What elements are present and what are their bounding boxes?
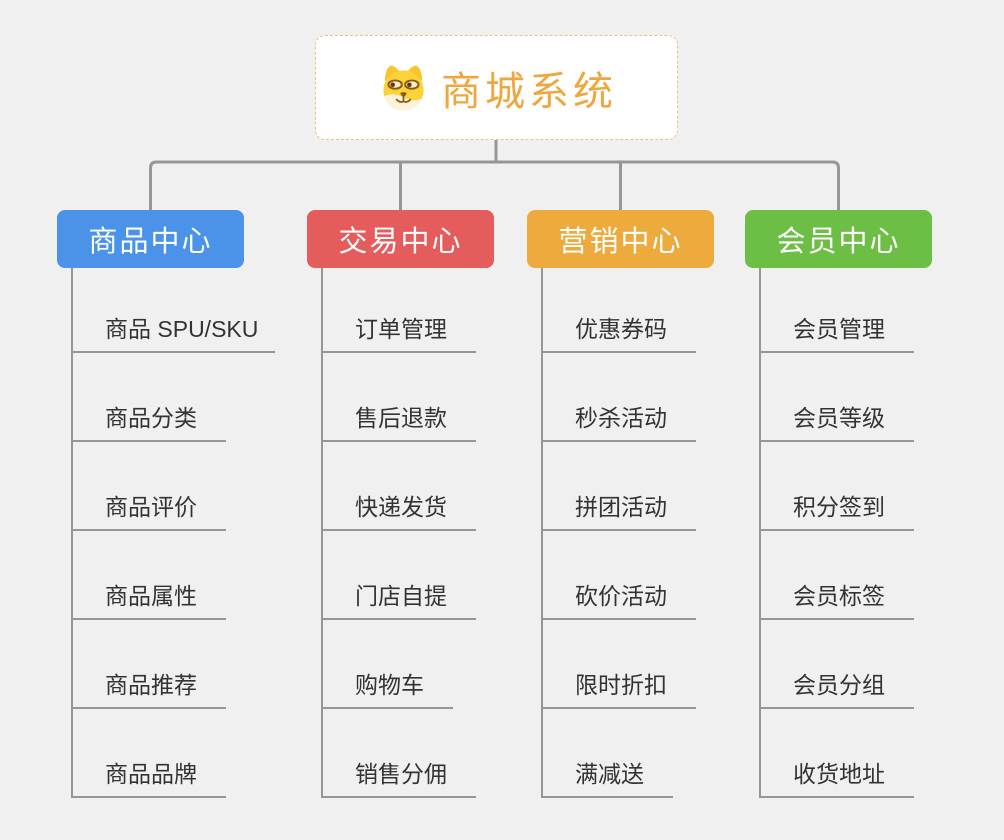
leaf-node-sales-commission[interactable]: 销售分佣	[322, 754, 476, 798]
leaf-node-shopping-cart[interactable]: 购物车	[322, 665, 453, 709]
leaf-node-member-level[interactable]: 会员等级	[760, 398, 914, 442]
leaf-node-member-tag[interactable]: 会员标签	[760, 576, 914, 620]
branch-spine	[541, 268, 543, 798]
leaf-node-shipping-address[interactable]: 收货地址	[760, 754, 914, 798]
leaf-node-product-category[interactable]: 商品分类	[72, 398, 226, 442]
branch-node-trade-center[interactable]: 交易中心	[307, 210, 494, 268]
leaf-node-full-reduction[interactable]: 满减送	[542, 754, 673, 798]
leaf-node-product-recommend[interactable]: 商品推荐	[72, 665, 226, 709]
root-node-title: 商城系统	[441, 69, 617, 114]
branch-spine	[321, 268, 323, 798]
leaf-node-member-management[interactable]: 会员管理	[760, 309, 914, 353]
leaf-node-member-group[interactable]: 会员分组	[760, 665, 914, 709]
leaf-node-flash-sale[interactable]: 秒杀活动	[542, 398, 696, 442]
leaf-node-points-checkin[interactable]: 积分签到	[760, 487, 914, 531]
branch-spine	[759, 268, 761, 798]
leaf-node-product-spu-sku[interactable]: 商品 SPU/SKU	[72, 309, 275, 353]
branch-node-product-center[interactable]: 商品中心	[57, 210, 244, 268]
leaf-node-group-buy[interactable]: 拼团活动	[542, 487, 696, 531]
branch-node-member-center[interactable]: 会员中心	[745, 210, 932, 268]
branch-node-marketing-center[interactable]: 营销中心	[527, 210, 714, 268]
leaf-node-express-delivery[interactable]: 快递发货	[322, 487, 476, 531]
leaf-node-product-review[interactable]: 商品评价	[72, 487, 226, 531]
leaf-node-order-management[interactable]: 订单管理	[322, 309, 476, 353]
branch-spine	[71, 268, 73, 798]
leaf-node-store-pickup[interactable]: 门店自提	[322, 576, 476, 620]
leaf-node-product-attribute[interactable]: 商品属性	[72, 576, 226, 620]
leaf-node-bargain-activity[interactable]: 砍价活动	[542, 576, 696, 620]
leaf-node-after-sale-refund[interactable]: 售后退款	[322, 398, 476, 442]
shiba-dog-icon	[376, 62, 431, 114]
leaf-node-limited-time-discount[interactable]: 限时折扣	[542, 665, 696, 709]
leaf-node-coupon-code[interactable]: 优惠券码	[542, 309, 696, 353]
leaf-node-product-brand[interactable]: 商品品牌	[72, 754, 226, 798]
root-node[interactable]: 商城系统	[315, 35, 678, 140]
